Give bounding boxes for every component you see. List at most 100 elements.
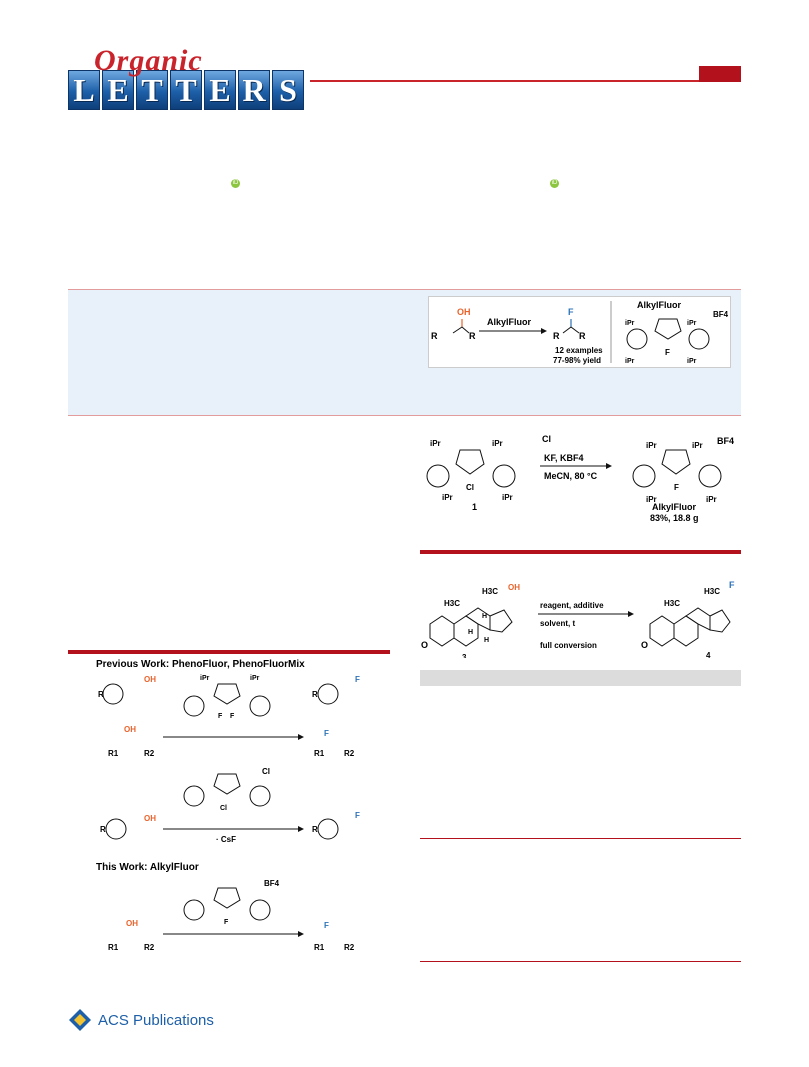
reagents-label: KF, KBF4	[544, 453, 584, 463]
toc-product-f: F	[568, 307, 574, 317]
synthesis-scheme-svg: Cl iPr iPr iPr iPr Cl 1 KF, KBF4 MeCN, 8…	[426, 434, 734, 523]
acs-logo-icon	[68, 1008, 92, 1032]
counterion-start: Cl	[542, 434, 551, 444]
toc-counterion: BF4	[713, 310, 729, 319]
toc-scheme-svg: OH R R AlkylFluor F R R 12 examples 77-9…	[431, 300, 729, 365]
steroid-scheme-svg: O H3C H3C OH H H H 3 reagent, additive s…	[421, 580, 735, 662]
r1-label: R1	[314, 749, 325, 758]
toc-ipr: iPr	[687, 320, 697, 327]
r2-label: R2	[144, 749, 155, 758]
f-label: F	[674, 483, 679, 492]
this-work-title: This Work: AlkylFluor	[96, 862, 199, 873]
steroid-f: F	[729, 580, 735, 590]
f-label: F	[355, 675, 360, 684]
f-label: F	[230, 713, 235, 720]
r-label: R	[98, 690, 104, 699]
ipr-label: iPr	[442, 493, 453, 502]
orcid-icon[interactable]: iD	[231, 179, 240, 188]
ipr-label: iPr	[200, 675, 210, 682]
logo-letter: T	[170, 70, 202, 110]
bf4-label: BF4	[264, 879, 280, 888]
start-compound-label: 3	[462, 653, 467, 658]
steroid-oh: OH	[508, 583, 520, 592]
logo-letter: L	[68, 70, 100, 110]
f-label: F	[355, 811, 360, 820]
cl-label: Cl	[220, 805, 227, 812]
previous-work-title: Previous Work: PhenoFluor, PhenoFluorMix	[96, 659, 305, 670]
table-bottom-rule	[420, 961, 741, 962]
toc-reagent-name: AlkylFluor	[637, 300, 682, 310]
toc-graphic: OH R R AlkylFluor F R R 12 examples 77-9…	[428, 296, 731, 368]
cl-label: Cl	[262, 767, 270, 776]
toc-oh: OH	[457, 307, 471, 317]
csf-label: · CsF	[216, 835, 236, 844]
ipr-label: iPr	[502, 493, 513, 502]
h-label: H	[484, 637, 489, 644]
ketone-o: O	[421, 640, 428, 650]
ipr-label: iPr	[646, 495, 657, 504]
toc-ipr: iPr	[687, 358, 697, 365]
toc-arrow-label: AlkylFluor	[487, 317, 532, 327]
logo-letter: R	[238, 70, 270, 110]
ipr-label: iPr	[430, 439, 441, 448]
oh-label: OH	[144, 675, 156, 684]
r-label: R	[312, 690, 318, 699]
ipr-label: iPr	[492, 439, 503, 448]
f-label: F	[218, 713, 223, 720]
figure-previous-work: Previous Work: PhenoFluor, PhenoFluorMix…	[68, 656, 390, 966]
toc-r2: R	[469, 331, 476, 341]
r2-label: R2	[344, 749, 355, 758]
ipr-label: iPr	[692, 441, 703, 450]
h3c-top: H3C	[482, 587, 498, 596]
h3c-left: H3C	[444, 599, 460, 608]
r-label: R	[312, 825, 318, 834]
r2-label: R2	[344, 943, 355, 952]
toc-ipr: iPr	[625, 358, 635, 365]
oh-label: OH	[126, 919, 138, 928]
h3c-left: H3C	[664, 599, 680, 608]
logo-letter: E	[102, 70, 134, 110]
cl-label: Cl	[466, 483, 474, 492]
f-label: F	[324, 729, 329, 738]
r2-label: R2	[144, 943, 155, 952]
journal-logo: L E T T E R S	[68, 70, 310, 110]
r1-label: R1	[108, 749, 119, 758]
figure-previous-svg: Previous Work: PhenoFluor, PhenoFluorMix…	[96, 659, 360, 952]
ipr-label: iPr	[646, 441, 657, 450]
logo-letter: E	[204, 70, 236, 110]
r-label: R	[100, 825, 106, 834]
publisher-name: ACS Publications	[98, 1012, 214, 1029]
table-header-bar	[420, 670, 741, 686]
f-label: F	[224, 919, 229, 926]
toc-fluoro: F	[665, 348, 670, 357]
table-rule	[420, 838, 741, 839]
h-label: H	[468, 629, 473, 636]
toc-r1: R	[431, 331, 438, 341]
product-compound-label: 4	[706, 651, 711, 658]
reagent-line: reagent, additive	[540, 601, 604, 610]
logo-script: Organic	[94, 44, 203, 77]
toc-ipr: iPr	[625, 320, 635, 327]
ipr-label: iPr	[706, 495, 717, 504]
solvent-line: solvent, t	[540, 619, 575, 628]
header-rule	[310, 80, 741, 82]
product-name: AlkylFluor	[652, 502, 697, 512]
figure-top-rule	[68, 650, 390, 654]
toc-examples: 12 examples	[555, 346, 603, 355]
r1-label: R1	[108, 943, 119, 952]
logo-letter: S	[272, 70, 304, 110]
oh-label: OH	[124, 725, 136, 734]
counterion-product: BF4	[717, 436, 734, 446]
steroid-scheme: O H3C H3C OH H H H 3 reagent, additive s…	[420, 578, 741, 662]
toc-yield: 77-98% yield	[553, 356, 601, 365]
conditions-label: MeCN, 80 °C	[544, 471, 598, 481]
r1-label: R1	[314, 943, 325, 952]
toc-r1-product: R	[553, 331, 560, 341]
ipr-label: iPr	[250, 675, 260, 682]
toc-r2-product: R	[579, 331, 586, 341]
oh-label: OH	[144, 814, 156, 823]
orcid-icon[interactable]: iD	[550, 179, 559, 188]
product-yield: 83%, 18.8 g	[650, 513, 699, 523]
synthesis-scheme: Cl iPr iPr iPr iPr Cl 1 KF, KBF4 MeCN, 8…	[420, 428, 741, 528]
h-label: H	[482, 613, 487, 620]
